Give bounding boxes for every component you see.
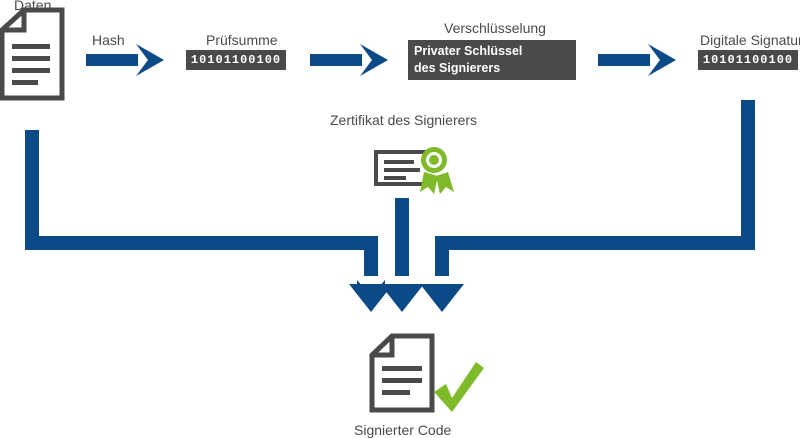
signed-document-icon xyxy=(369,333,435,413)
flow-left xyxy=(25,130,378,276)
certificate-icon xyxy=(374,147,454,194)
signature-bits: 10101100100 xyxy=(698,50,798,70)
private-key-box: Privater Schlüssel des Signierers xyxy=(408,40,576,80)
hash-label: Hash xyxy=(92,32,125,48)
arrow-signature xyxy=(598,44,676,76)
checksum-label: Prüfsumme xyxy=(206,32,278,48)
data-label: Daten xyxy=(14,0,52,13)
signature-label: Digitale Signatur xyxy=(700,32,800,48)
document-icon xyxy=(0,7,65,101)
signed-code-label: Signierter Code xyxy=(354,422,452,438)
arrowhead-right xyxy=(420,284,464,312)
flow-right xyxy=(435,100,755,276)
certificate-label: Zertifikat des Signierers xyxy=(330,112,478,128)
arrow-hash xyxy=(86,44,164,76)
checkmark-icon xyxy=(434,362,484,412)
encryption-label: Verschlüsselung xyxy=(444,20,546,36)
private-key-line1: Privater Schlüssel xyxy=(414,44,523,58)
arrowhead-middle xyxy=(380,284,424,312)
arrow-encrypt xyxy=(310,44,388,76)
checksum-bits: 10101100100 xyxy=(186,50,286,70)
private-key-line2: des Signierers xyxy=(414,61,501,75)
